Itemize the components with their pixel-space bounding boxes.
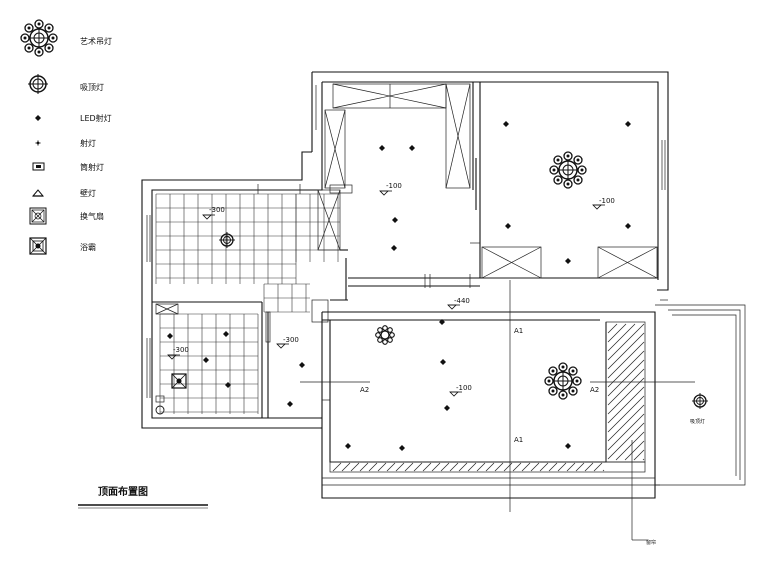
led-spotlight-fixture: [391, 245, 397, 251]
kitchen-walls: [141, 151, 353, 429]
led-spotlight-fixture: [625, 223, 631, 229]
level-kitchen: -300: [209, 206, 225, 214]
legend-label-ceiling-lamp: 吸顶灯: [80, 82, 104, 92]
hatch-area-bottom: [332, 462, 605, 472]
led-spotlight-fixture: [565, 258, 571, 264]
legend-item-exhaust-fan: 换气扇: [29, 207, 104, 225]
kitchen-tiles: [155, 193, 340, 313]
led-spotlight-fixture: [399, 445, 405, 451]
led-spotlight-fixture: [409, 145, 415, 151]
living-room-walls: [300, 280, 746, 541]
led-spotlight-fixture: [392, 217, 398, 223]
legend-item-chandelier: 艺术吊灯: [20, 19, 112, 57]
grille-lamp-icon: [32, 162, 45, 171]
led-spotlight-fixture: [625, 121, 631, 127]
floor-plan: -100 -100 -300 -300 -300 -440 -100 A1 A1…: [78, 71, 746, 546]
legend-label-grille-lamp: 筒射灯: [80, 162, 104, 172]
spotlight-icon: [35, 140, 41, 146]
level-corridor: -300: [283, 336, 299, 344]
level-passage: -440: [454, 297, 470, 305]
ceiling-lamp-kitchen: [218, 231, 236, 249]
legend-item-grille-lamp: 筒射灯: [32, 162, 104, 172]
exhaust-fan-icon: [29, 207, 47, 225]
legend-item-ceiling-lamp: 吸顶灯: [27, 73, 104, 95]
ceiling-lamp-icon: [27, 73, 49, 95]
led-spotlight-fixture: [203, 357, 209, 363]
section-mark-a1-lower: A1: [514, 436, 523, 444]
level-bedroom-left: -100: [386, 182, 402, 190]
chandelier-dining: [375, 325, 395, 345]
led-spotlight-fixture: [167, 333, 173, 339]
section-mark-a2-right: A2: [590, 386, 599, 394]
chandelier-icon: [20, 19, 58, 57]
legend-item-led-spotlight: LED射灯: [35, 113, 112, 123]
legend-label-exhaust-fan: 换气扇: [80, 211, 104, 221]
led-spotlight-fixture: [223, 331, 229, 337]
curtain-callout: 窗帘: [646, 539, 656, 546]
legend-label-wall-lamp: 壁灯: [80, 188, 96, 198]
bath-heater-icon: [29, 237, 47, 255]
led-spotlight-fixture: [299, 362, 305, 368]
legend-item-spotlight: 射灯: [35, 138, 96, 148]
balcony-lamp-callout: 吸顶灯: [690, 418, 705, 425]
legend-label-chandelier: 艺术吊灯: [80, 36, 112, 46]
level-bedroom-right: -100: [599, 197, 615, 205]
section-mark-a2-left: A2: [360, 386, 369, 394]
legend-item-wall-lamp: 壁灯: [31, 188, 96, 198]
legend-label-spotlight: 射灯: [80, 138, 96, 148]
bedroom-block-walls: [311, 71, 669, 291]
led-spotlight-fixture: [505, 223, 511, 229]
chandelier-living: [544, 362, 582, 400]
led-spotlight-fixture: [379, 145, 385, 151]
plan-title: 顶面布置图: [78, 485, 208, 509]
plan-title-text: 顶面布置图: [98, 485, 148, 498]
bath-heater-fixture: [171, 373, 187, 389]
legend-label-bath-heater: 浴霸: [80, 242, 96, 252]
led-spotlight-fixture: [503, 121, 509, 127]
legend-item-bath-heater: 浴霸: [29, 237, 96, 255]
led-spotlight-fixture: [440, 359, 446, 365]
led-spotlight-fixture: [287, 401, 293, 407]
legend-label-led-spotlight: LED射灯: [80, 113, 112, 123]
wall-lamp-icon: [31, 189, 45, 197]
level-bath: -300: [173, 346, 189, 354]
bath-tiles: [159, 313, 259, 414]
led-spotlight-fixture: [345, 443, 351, 449]
led-spotlight-fixture: [565, 443, 571, 449]
led-spotlight-fixture: [444, 405, 450, 411]
chandelier-bedroom: [549, 151, 587, 189]
legend: 艺术吊灯 吸顶灯 LED射灯 射灯 筒射灯: [20, 19, 112, 255]
ceiling-lamp-balcony: [691, 392, 709, 410]
level-living: -100: [456, 384, 472, 392]
led-spotlight-icon: [35, 115, 41, 121]
section-mark-a1-upper: A1: [514, 327, 523, 335]
hatch-area-right: [607, 323, 645, 461]
